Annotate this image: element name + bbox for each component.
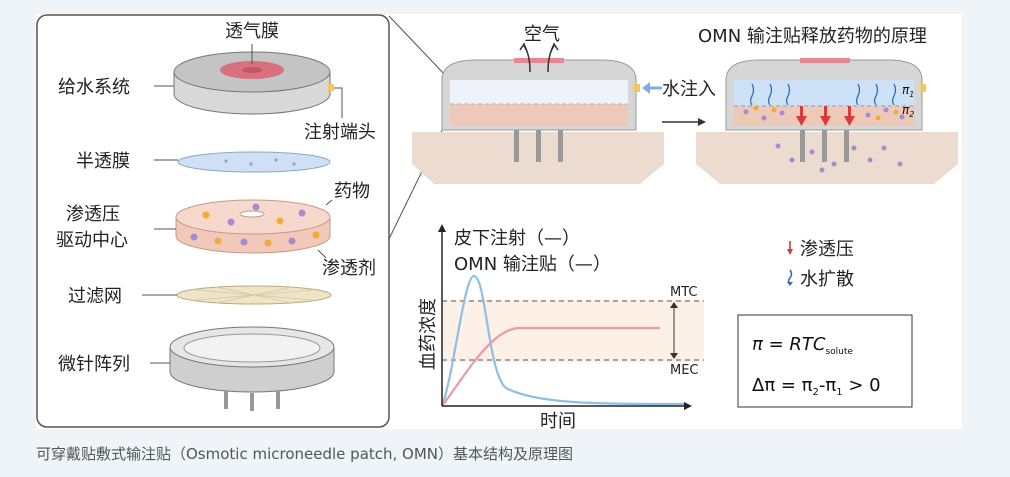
label-injection-tip: 注射端头 [304, 122, 376, 143]
principle-panel: 空气 水注入 [412, 24, 958, 184]
osmotic-center [175, 199, 331, 254]
label-pi1-sub: 1 [909, 90, 914, 99]
zoom-connectors [388, 15, 447, 240]
exploded-view: 透气膜 给水系统 注射端头 半透膜 渗透压 驱动中心 药物 渗透剂 过滤网 微针… [36, 14, 390, 428]
formula-line1: π = RTCsolute [752, 334, 853, 357]
sc-curve [440, 274, 687, 407]
microneedle-array [169, 326, 335, 411]
xlabel: 时间 [540, 411, 576, 429]
pk-chart: 皮下注射（—） OMN 输注贴（—） MTC MEC 血药浓度 时间 [418, 224, 704, 432]
omn-curve [441, 326, 660, 407]
label-osmotic-center-2: 驱动中心 [56, 230, 128, 251]
device-before [441, 58, 640, 162]
principle-title: OMN 输注贴释放药物的原理 [698, 26, 927, 47]
water-system-lid [173, 51, 334, 115]
label-mtc: MTC [670, 285, 697, 300]
semi-permeable-membrane [177, 151, 331, 173]
label-air: 空气 [524, 24, 560, 45]
mechanism-legend: 渗透压 水扩散 [787, 239, 854, 290]
label-pi2: π [902, 103, 910, 117]
label-water-system: 给水系统 [58, 77, 130, 98]
label-pi1: π [902, 83, 910, 97]
label-water-in: 水注入 [662, 79, 716, 100]
label-filter-mesh: 过滤网 [68, 286, 122, 307]
legend-sc: 皮下注射（—） [454, 228, 580, 249]
label-drug: 药物 [334, 181, 370, 202]
device-after: π1 π2 [725, 58, 926, 173]
legend-osmotic-pressure: 渗透压 [800, 239, 854, 260]
figure: 透气膜 给水系统 注射端头 半透膜 渗透压 驱动中心 药物 渗透剂 过滤网 微针… [36, 14, 962, 432]
label-mec: MEC [670, 363, 699, 378]
figure-caption: 可穿戴贴敷式输注贴（Osmotic microneedle patch, OMN… [36, 445, 574, 463]
formula-line2: Δπ = π2-π1 > 0 [752, 375, 881, 398]
formula-box: π = RTCsolute Δπ = π2-π1 > 0 [737, 314, 913, 408]
label-breathable-membrane: 透气膜 [225, 21, 279, 42]
label-osmotic-agent: 渗透剂 [322, 258, 376, 279]
legend-water-diffusion: 水扩散 [800, 269, 854, 290]
label-semi-permeable: 半透膜 [76, 151, 130, 172]
label-microneedle-array: 微针阵列 [58, 354, 130, 375]
filter-mesh [176, 285, 332, 305]
svg-text:π2: π2 [902, 103, 914, 119]
svg-text:π1: π1 [902, 83, 914, 99]
ylabel: 血药浓度 [418, 298, 439, 370]
label-osmotic-center-1: 渗透压 [66, 204, 120, 225]
legend-omn: OMN 输注贴（—） [454, 254, 611, 275]
label-pi2-sub: 2 [909, 110, 914, 119]
